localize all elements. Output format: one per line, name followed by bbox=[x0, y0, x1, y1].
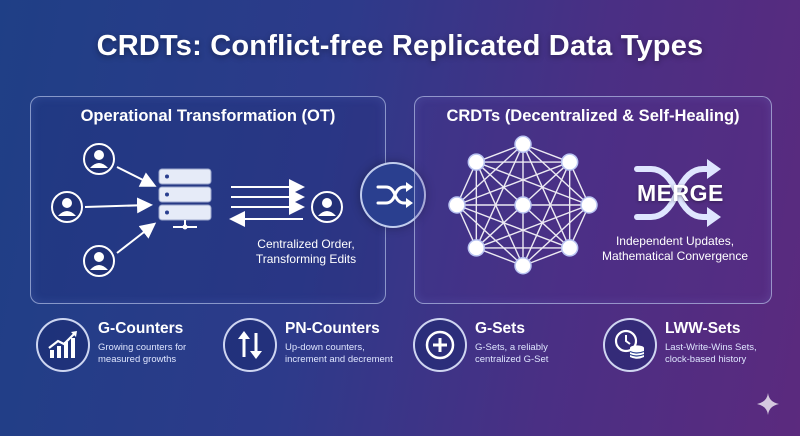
mesh-node bbox=[514, 196, 532, 214]
type-desc: Growing counters for measured growths bbox=[98, 342, 218, 365]
ot-panel-title: Operational Transformation (OT) bbox=[80, 107, 336, 125]
user-icon bbox=[51, 191, 83, 223]
ot-caption-line-1: Centralized Order, bbox=[257, 237, 355, 251]
type-desc-line-2: measured growths bbox=[98, 353, 177, 365]
mesh-edge bbox=[475, 204, 524, 249]
page-title: CRDTs: Conflict-free Replicated Data Typ… bbox=[96, 30, 704, 62]
arrow-right-icon bbox=[84, 166, 157, 254]
mesh-node bbox=[467, 239, 486, 257]
crdt-panel-title: CRDTs (Decentralized & Self-Healing) bbox=[446, 107, 740, 125]
type-desc: G-Sets, a reliably centralized G-Set bbox=[475, 342, 595, 365]
center-shuffle-badge bbox=[360, 162, 426, 228]
mesh-edge bbox=[476, 161, 590, 206]
type-desc-line-1: G-Sets, a reliably bbox=[475, 342, 548, 353]
mesh-edge bbox=[456, 161, 570, 206]
merge-label: MERGE bbox=[637, 180, 724, 206]
crdt-caption: Independent Updates, Mathematical Conver… bbox=[590, 234, 760, 264]
type-desc-line-1: Up-down counters, bbox=[285, 342, 365, 353]
mesh-network-icon bbox=[448, 135, 598, 275]
mesh-node bbox=[448, 196, 466, 214]
ot-caption: Centralized Order, Transforming Edits bbox=[231, 237, 381, 267]
mesh-edge bbox=[475, 161, 524, 206]
shuffle-icon bbox=[376, 182, 413, 208]
type-desc: Up-down counters, increment and decremen… bbox=[285, 342, 405, 365]
ot-panel: Operational Transformation (OT) bbox=[30, 96, 386, 304]
mesh-edge bbox=[522, 161, 571, 206]
type-desc: Last-Write-Wins Sets, clock-based histor… bbox=[665, 342, 785, 365]
mesh-node bbox=[514, 135, 532, 154]
type-name: PN-Counters bbox=[285, 320, 380, 337]
type-name: G-Sets bbox=[475, 320, 525, 337]
sparkle-icon bbox=[757, 393, 779, 415]
merge-shuffle-icon bbox=[634, 159, 721, 227]
mesh-node bbox=[560, 239, 579, 257]
type-name: G-Counters bbox=[98, 320, 184, 337]
mesh-node bbox=[580, 196, 598, 214]
user-icon bbox=[311, 191, 343, 223]
up-down-arrows-icon bbox=[223, 318, 277, 372]
crdt-caption-line-1: Independent Updates, bbox=[615, 234, 735, 248]
mesh-node bbox=[467, 153, 486, 171]
crdt-caption-line-2: Mathematical Convergence bbox=[601, 249, 749, 263]
type-desc-line-1: Last-Write-Wins Sets, bbox=[665, 342, 757, 353]
crdt-panel: CRDTs (Decentralized & Self-Healing) MER… bbox=[414, 96, 772, 304]
type-desc-line-2: centralized G-Set bbox=[475, 353, 549, 365]
ot-diagram bbox=[51, 143, 343, 277]
clock-database-icon bbox=[603, 318, 657, 372]
type-desc-line-2: clock-based history bbox=[665, 353, 747, 365]
ot-caption-line-2: Transforming Edits bbox=[255, 252, 357, 266]
user-icon bbox=[83, 245, 115, 277]
arrow-right-icon bbox=[231, 179, 305, 215]
type-desc-line-2: increment and decrement bbox=[285, 353, 393, 365]
mesh-edge bbox=[522, 204, 571, 249]
user-icon bbox=[83, 143, 115, 175]
trend-chart-icon bbox=[36, 318, 90, 372]
type-name: LWW-Sets bbox=[665, 320, 741, 337]
mesh-node bbox=[514, 256, 532, 275]
mesh-node bbox=[560, 153, 579, 171]
server-icon bbox=[158, 168, 212, 230]
type-desc-line-1: Growing counters for bbox=[98, 342, 187, 353]
plus-circle-icon bbox=[413, 318, 467, 372]
